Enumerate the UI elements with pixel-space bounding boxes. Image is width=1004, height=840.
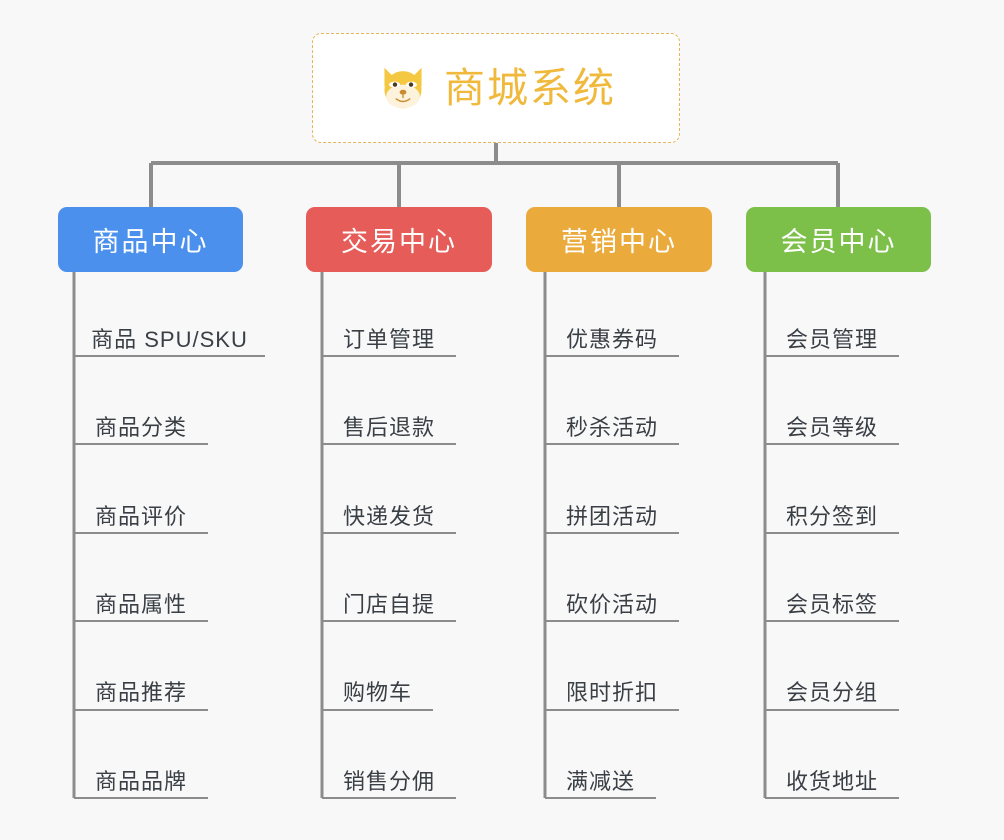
leaf-item-label: 会员标签 bbox=[785, 592, 878, 617]
leaf-item[interactable]: 积分签到 bbox=[765, 494, 899, 534]
leaf-item-label: 商品 SPU/SKU bbox=[91, 326, 248, 352]
leaf-item-label: 快递发货 bbox=[342, 503, 435, 529]
category-header-2[interactable]: 交易中心 bbox=[306, 207, 492, 272]
category-header-4[interactable]: 会员中心 bbox=[746, 207, 931, 272]
leaf-item-label: 购物车 bbox=[342, 680, 412, 706]
leaf-item-label: 满减送 bbox=[565, 768, 635, 794]
leaf-item-label: 收货地址 bbox=[785, 768, 878, 794]
leaf-item[interactable]: 订单管理 bbox=[322, 317, 456, 357]
leaf-item-label: 积分签到 bbox=[785, 503, 878, 529]
leaf-item[interactable]: 会员管理 bbox=[765, 317, 899, 357]
leaf-item-label: 会员管理 bbox=[785, 326, 878, 352]
leaf-item-label: 优惠券码 bbox=[565, 326, 658, 352]
leaf-item-label: 门店自提 bbox=[342, 592, 435, 617]
category-header-3[interactable]: 营销中心 bbox=[526, 207, 712, 272]
leaf-item-label: 会员等级 bbox=[785, 415, 878, 441]
leaf-item[interactable]: 商品属性 bbox=[74, 582, 208, 623]
leaf-item[interactable]: 快递发货 bbox=[322, 494, 456, 534]
leaf-item[interactable]: 会员分组 bbox=[765, 671, 899, 711]
shiba-dog-face-icon bbox=[384, 67, 422, 110]
leaf-item[interactable]: 销售分佣 bbox=[322, 759, 456, 799]
leaf-item[interactable]: 商品分类 bbox=[74, 405, 208, 446]
leaf-item[interactable]: 满减送 bbox=[545, 759, 656, 799]
leaf-item[interactable]: 商品品牌 bbox=[74, 759, 208, 799]
leaf-item[interactable]: 拼团活动 bbox=[545, 494, 679, 534]
root-node[interactable]: 商城系统 bbox=[312, 33, 680, 143]
leaf-item[interactable]: 会员标签 bbox=[765, 582, 899, 623]
leaf-item[interactable]: 秒杀活动 bbox=[545, 405, 679, 446]
leaf-item[interactable]: 限时折扣 bbox=[545, 671, 679, 711]
leaf-item-label: 售后退款 bbox=[342, 415, 435, 441]
leaf-item-label: 限时折扣 bbox=[565, 680, 658, 706]
leaf-item[interactable]: 砍价活动 bbox=[545, 582, 679, 623]
leaf-item-label: 拼团活动 bbox=[565, 503, 658, 529]
leaf-item[interactable]: 商品推荐 bbox=[74, 671, 208, 711]
leaf-item[interactable]: 会员等级 bbox=[765, 405, 899, 446]
leaf-item-label: 商品品牌 bbox=[94, 768, 187, 794]
leaf-item[interactable]: 优惠券码 bbox=[545, 317, 679, 357]
category-header-1[interactable]: 商品中心 bbox=[58, 207, 243, 272]
leaf-item-label: 秒杀活动 bbox=[565, 415, 658, 441]
leaf-item[interactable]: 门店自提 bbox=[322, 582, 456, 623]
leaf-item[interactable]: 购物车 bbox=[322, 671, 433, 711]
leaf-item-label: 商品评价 bbox=[94, 503, 187, 529]
leaf-item-label: 商品属性 bbox=[94, 592, 187, 617]
leaf-item[interactable]: 售后退款 bbox=[322, 405, 456, 446]
root-title: 商城系统 bbox=[444, 64, 616, 111]
leaf-item-label: 商品分类 bbox=[94, 415, 187, 441]
leaf-item[interactable]: 收货地址 bbox=[765, 759, 899, 799]
leaf-item-label: 会员分组 bbox=[785, 680, 878, 706]
leaf-item-label: 销售分佣 bbox=[342, 768, 435, 794]
leaf-item[interactable]: 商品 SPU/SKU bbox=[74, 317, 265, 357]
leaf-item-label: 订单管理 bbox=[342, 326, 435, 352]
leaf-item-label: 商品推荐 bbox=[94, 680, 187, 706]
leaf-item-label: 砍价活动 bbox=[565, 592, 658, 617]
leaf-item[interactable]: 商品评价 bbox=[74, 494, 208, 534]
